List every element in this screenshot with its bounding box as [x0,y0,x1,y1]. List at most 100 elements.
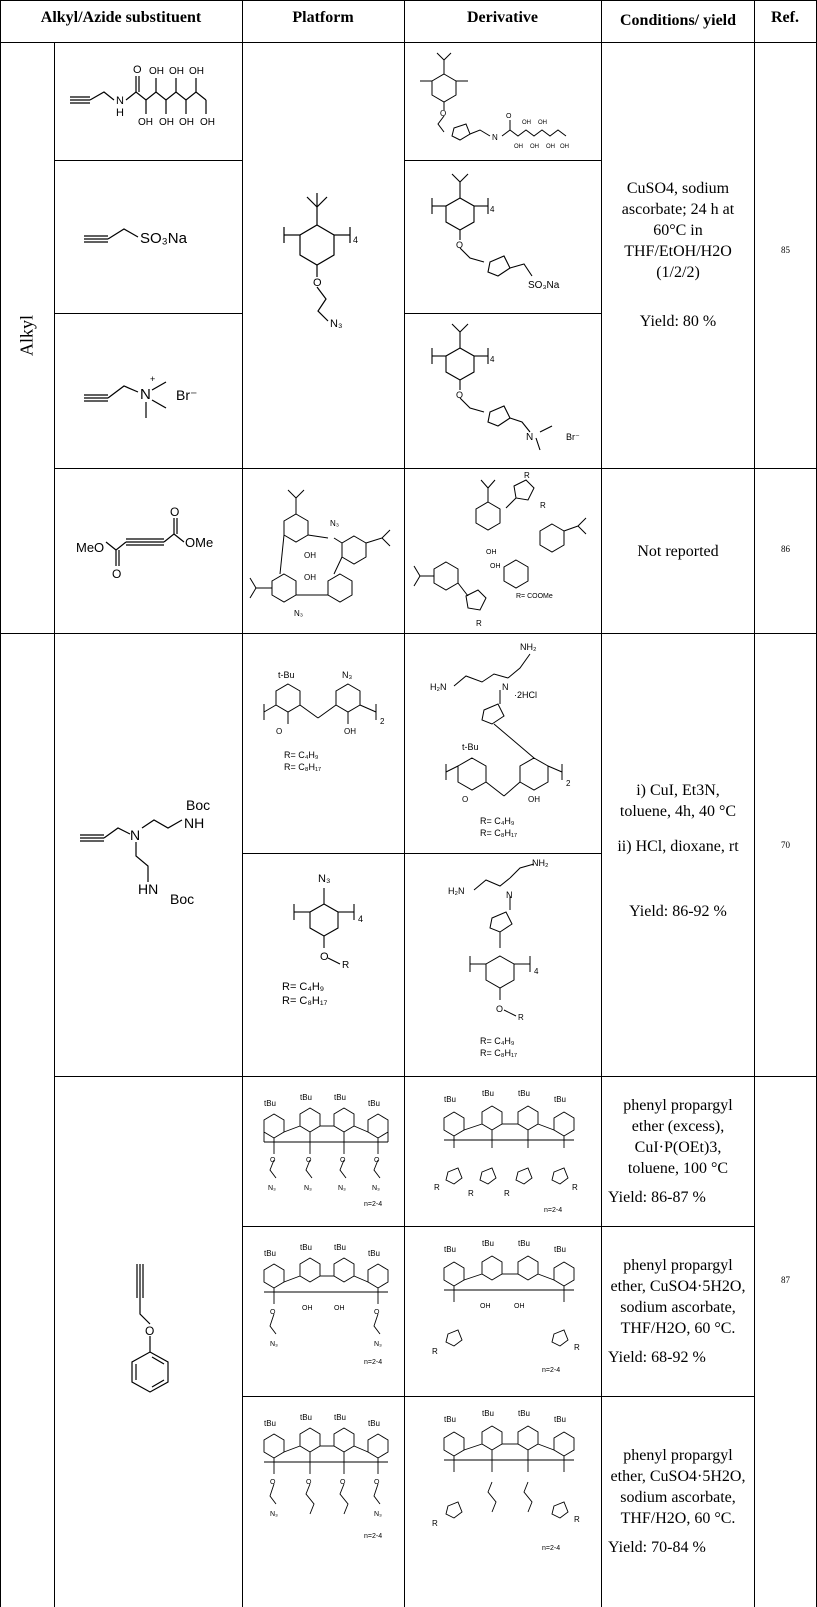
nrange-4cd: n=2-4 [542,1545,560,1552]
sub4-platform-3b: 4 [358,914,363,924]
conditions-row4a-yield: Yield: 86-87 % [608,1189,706,1206]
br-label: Br⁻ [176,387,197,403]
header-col5: Ref. [771,9,799,26]
n-d5a: N [502,682,509,692]
sub4-d6: 4 [534,967,539,976]
group-label-alkyl: Alkyl [16,315,37,357]
tbu-4cd-4: tBu [554,1415,566,1424]
conditions-row1-yield: Yield: 80 % [639,313,717,330]
rule-r4b [242,1396,754,1397]
o-4b-2: O [374,1309,380,1316]
conditions-row4b-text: phenyl propargyl ether, CuSO4·5H2O, sodi… [610,1257,746,1337]
oh-label-6: OH [189,66,204,77]
tbu-4bd-2: tBu [482,1239,494,1248]
nrange-4ad: n=2-4 [544,1207,562,1214]
oh-d5a: OH [528,795,540,804]
structure-derivative-tetratriazole-4a: tBu tBu tBu tBu R R R R n=2-4 [424,1080,594,1222]
conditions-row4b: phenyl propargyl ether, CuSO4·5H2O, sodi… [602,1227,754,1396]
tbu-4b-3: tBu [334,1243,346,1252]
structure-platform-azido-tetramer: N₃ 4 O R R= C₄H₉ R= C₈H₁₇ [272,866,382,1026]
r-4ad-3: R [504,1189,510,1198]
oh-d1b: OH [522,120,531,126]
nrange-4c: n=2-4 [364,1533,382,1540]
oh-label-3: OH [159,117,174,128]
structure-alkyne-dmad: O O OMe MeO [74,500,224,590]
o-label: O [313,277,322,289]
oh-label-7: OH [200,117,215,128]
conditions-row3-yield: Yield: 86-92 % [629,903,727,920]
ref-row1: 85 [781,245,790,255]
oh-d1a: OH [514,144,523,150]
conditions-row4b-yield: Yield: 68-92 % [608,1349,706,1366]
o-4c-1: O [270,1479,276,1486]
structure-alkyne-boc-amine: N Boc NH HN Boc [72,790,232,910]
o-4c-2: O [306,1479,312,1486]
rc8-platform-3b: R= C₈H₁₇ [282,995,328,1007]
o-4a-1: O [270,1157,276,1164]
conditions-row4c-yield: Yield: 70-84 % [608,1538,706,1556]
plus-sign: + [150,374,155,384]
r-4ad-4: R [572,1183,578,1192]
structure-derivative-amine-tetramer: NH₂ H₂N N 4 O R R= C₄H₉ R= C₈H₁₇ [440,856,590,1070]
tbu-4ad-1: tBu [444,1095,456,1104]
rule-r1a-deriv [404,160,601,161]
conditions-row2-text: Not reported [637,542,719,560]
structure-platform-diazide-4b: tBu tBu tBu tBu O OH OH O N₃ N₃ n=2-4 [248,1234,400,1390]
so3na-label: SO₃Na [140,230,188,247]
sub2-platform-3a: 2 [380,717,385,726]
n3-platform-2b: N₃ [294,609,303,618]
rc8-d5a: R= C₈H₁₇ [480,828,517,838]
conditions-row1: CuSO4, sodium ascorbate; 24 h at 60°C in… [602,160,754,350]
rule-left [0,0,1,1607]
r-coome-label: R= COOMe [516,593,553,600]
o-dmad-1: O [170,505,179,519]
rule-r1a [54,160,242,161]
tbu-4b-1: tBu [264,1249,276,1258]
n-plus-d3: N [526,432,533,443]
boc-label-1: Boc [186,797,210,813]
o-d6: O [496,1004,503,1014]
sub4-d3: 4 [490,355,495,364]
oh-d1d: OH [538,120,547,126]
oh-4bd-2: OH [514,1303,525,1310]
tbu-platform-3a: t-Bu [278,670,295,680]
header-col2: Platform [292,9,354,26]
boc-label-2: Boc [170,891,194,907]
rule-r1b-deriv [404,313,601,314]
r-4bd-1: R [432,1347,438,1356]
n3-4c-2: N₃ [374,1511,382,1518]
r-d4c: R [476,619,482,628]
h2n-d6: H₂N [448,886,465,896]
n-label-3: N [130,827,140,843]
tbu-4c-3: tBu [334,1413,346,1422]
n3-platform-3a: N₃ [342,670,352,680]
rc4-platform-3a: R= C₄H₉ [284,750,319,760]
ref-row2: 86 [781,544,790,554]
r-4cd-2: R [574,1515,580,1524]
r-d4a: R [524,472,530,480]
conditions-row4a-text: phenyl propargyl ether (excess), CuI·P(O… [623,1097,733,1177]
oh-4bd-1: OH [480,1303,491,1310]
structure-alkyne-ammonium: N + Br⁻ [70,352,220,432]
oh-platform-3a: OH [344,727,356,736]
nrange-4a: n=2-4 [364,1201,382,1208]
header-col1: Alkyl/Azide substituent [40,9,202,26]
oh-4b-1: OH [302,1305,313,1312]
tbu-4a-3: tBu [334,1093,346,1102]
rule-col4 [601,0,602,1607]
rc4-d5a: R= C₄H₉ [480,816,515,826]
conditions-row2: Not reported [602,469,754,633]
meo-label: MeO [76,540,104,555]
oh-d4b: OH [490,563,501,570]
o-label-d3: O [456,390,463,400]
rule-r1b [54,313,242,314]
o-label-d2: O [456,240,463,250]
nh2-d6: NH₂ [532,858,549,868]
header-col3: Derivative [466,9,539,26]
tbu-4bd-4: tBu [554,1245,566,1254]
oh-platform-2b: OH [304,573,316,582]
o-4a-4: O [374,1157,380,1164]
ref-row4: 87 [781,1275,790,1285]
conditions-row3-step2: ii) HCl, dioxane, rt [617,838,739,855]
nh-label: NH [184,815,204,831]
